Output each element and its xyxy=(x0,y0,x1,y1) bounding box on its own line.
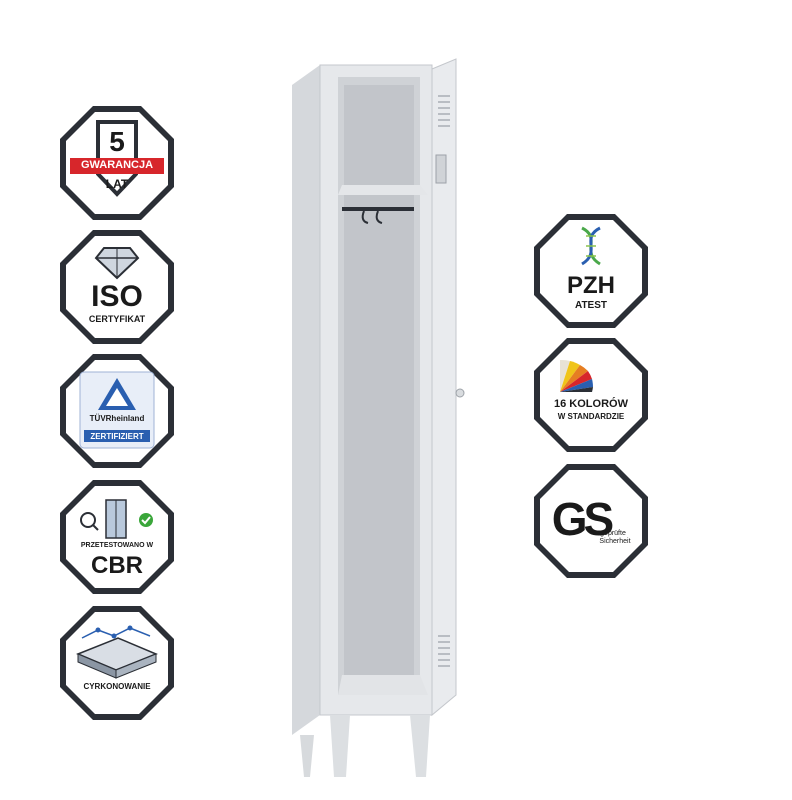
pzh-title: PZH xyxy=(567,272,615,299)
pzh-sub: ATEST xyxy=(574,300,608,311)
warranty-ribbon-text: GWARANCJA xyxy=(80,159,154,171)
colors-badge: 16 KOLORÓW W STANDARDZIE xyxy=(532,336,650,454)
diamond-icon xyxy=(94,247,140,280)
gs-logo-text: GS xyxy=(551,493,614,545)
magnifier-icon xyxy=(80,512,99,531)
iso-sub: CERTYFIKAT xyxy=(88,314,146,324)
color-fan-icon xyxy=(560,359,594,392)
cyrkonowanie-badge: CYRKONOWANIE xyxy=(58,604,176,722)
locker-image xyxy=(280,55,480,785)
warranty-number: 5 xyxy=(109,126,125,157)
cbr-badge: PRZETESTOWANO W CBR xyxy=(58,478,176,596)
check-icon xyxy=(139,513,153,527)
warranty-sub: LAT xyxy=(105,177,129,191)
iso-badge: ISO CERTYFIKAT xyxy=(58,228,176,346)
cbr-small: PRZETESTOWANO W xyxy=(80,542,154,549)
cyrkonowanie-sub: CYRKONOWANIE xyxy=(83,682,151,691)
gs-sub1: geprüfte xyxy=(600,530,626,537)
cbr-title: CBR xyxy=(91,552,143,579)
gs-badge: GS geprüfte Sicherheit xyxy=(532,462,650,580)
warranty-badge: 5 GWARANCJA LAT xyxy=(58,104,176,222)
coating-layers-icon xyxy=(76,625,158,679)
gs-sub2: Sicherheit xyxy=(599,538,631,545)
tuv-triangle-icon xyxy=(98,378,136,410)
iso-title: ISO xyxy=(91,280,143,313)
pzh-badge: PZH ATEST xyxy=(532,212,650,330)
tuv-brand: TÜVRheinland xyxy=(89,414,145,423)
colors-line2: W STANDARDZIE xyxy=(557,412,625,421)
colors-line1: 16 KOLORÓW xyxy=(554,398,628,410)
tuv-sub: ZERTIFIZIERT xyxy=(90,432,144,441)
tuv-badge: TÜVRheinland ZERTIFIZIERT xyxy=(58,352,176,470)
locker-icon xyxy=(105,499,127,539)
dna-icon xyxy=(581,226,601,266)
